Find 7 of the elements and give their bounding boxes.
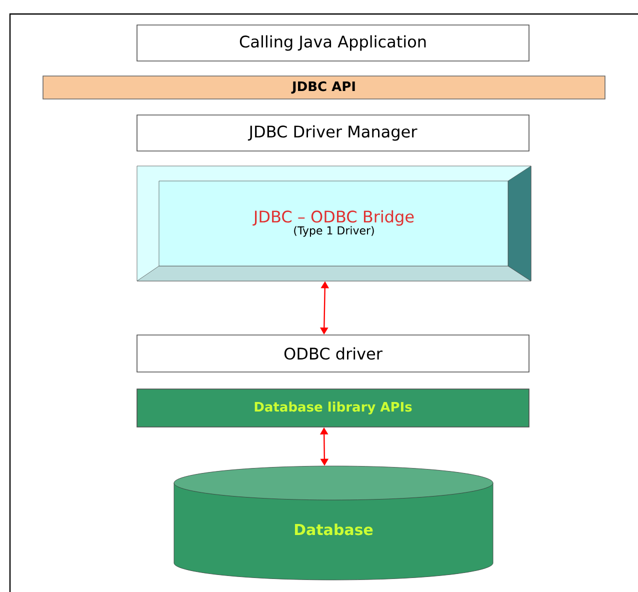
bridge-box: JDBC – ODBC Bridge (Type 1 Driver) <box>136 166 532 282</box>
layer-box: ODBC driver <box>136 334 530 372</box>
database-cylinder: Database <box>174 466 494 580</box>
library-bar: Database library APIs <box>136 388 530 428</box>
layer-box: JDBC Driver Manager <box>136 114 530 152</box>
api-bar: JDBC API <box>42 76 606 100</box>
layer-box: Calling Java Application <box>136 24 530 62</box>
